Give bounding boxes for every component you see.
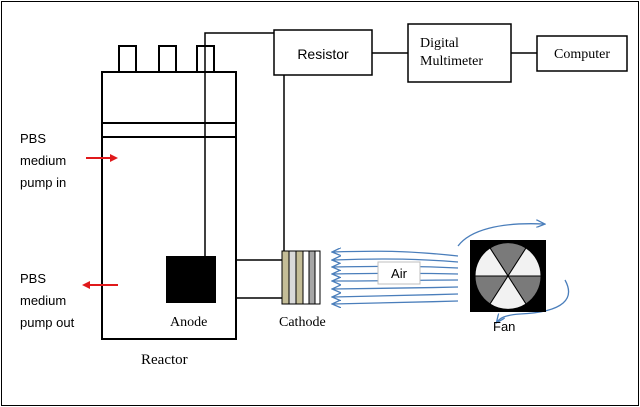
air-label-box <box>377 261 421 285</box>
air-label: Air <box>391 266 408 281</box>
cathode-layer <box>281 250 290 305</box>
airflow-arrow-top <box>457 224 544 247</box>
reactor-body <box>101 71 237 340</box>
airflow-line <box>333 251 459 257</box>
multimeter-box <box>407 23 512 83</box>
airflow-line <box>333 301 459 304</box>
cathode-layer <box>302 250 310 305</box>
multimeter-label-line2: Multimeter <box>420 54 483 69</box>
cathode-layer <box>308 250 316 305</box>
airflow-arrow-bottom <box>497 279 570 322</box>
anode-electrode <box>166 256 216 303</box>
pump-in-label-line2: medium <box>20 153 66 168</box>
anode-label: Anode <box>170 315 207 330</box>
cathode-layer <box>288 250 297 305</box>
airflow-line <box>333 287 459 289</box>
reactor <box>101 45 237 340</box>
cathode-layer <box>295 250 304 305</box>
wiring <box>204 32 537 299</box>
fan-blade-light <box>474 247 509 277</box>
airflow-line <box>333 294 459 297</box>
fan-blade-light <box>489 275 527 310</box>
cathode-label: Cathode <box>279 315 326 330</box>
computer-label: Computer <box>554 47 610 62</box>
computer-box <box>536 35 628 72</box>
multimeter-label-line1: Digital <box>420 36 459 51</box>
cathode-layer <box>314 250 321 305</box>
resistor-label: Resistor <box>297 46 349 62</box>
pump-out-label-line1: PBS <box>20 271 46 286</box>
fan-label: Fan <box>493 319 515 334</box>
fan <box>470 240 546 312</box>
anode-wire <box>204 32 274 256</box>
pump-in-label-line1: PBS <box>20 131 46 146</box>
pump-in-label-line3: pump in <box>20 175 66 190</box>
cathode-stack <box>281 250 321 305</box>
reactor-port-2 <box>158 45 177 72</box>
airflow <box>333 224 570 322</box>
fan-blade-light <box>507 247 542 277</box>
pump-out-label-line2: medium <box>20 293 66 308</box>
fan-blades <box>474 242 542 310</box>
resistor-box <box>273 29 373 76</box>
reactor-label: Reactor <box>141 352 188 368</box>
airflow-line <box>333 259 459 262</box>
pump-out-label-line3: pump out <box>20 315 75 330</box>
reactor-port-1 <box>118 45 137 72</box>
